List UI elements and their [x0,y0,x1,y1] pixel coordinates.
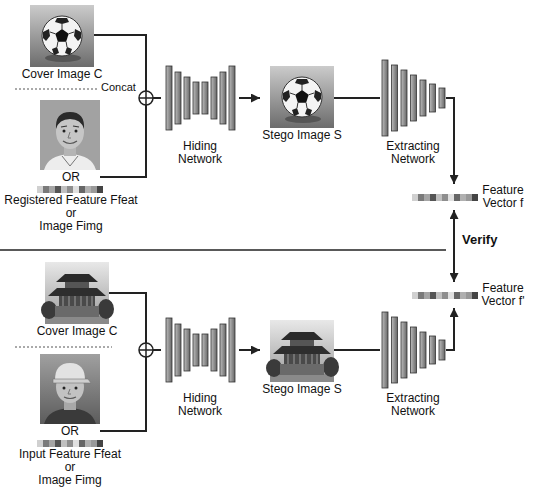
node-label: Image Fimg [39,220,102,233]
network-layers [166,318,235,382]
node-label: Extracting Network [384,392,442,418]
node-label: Extracting Network [384,140,442,166]
concat-symbol [139,343,153,357]
cover-image: Cover Image C [20,5,105,82]
connector [239,97,260,99]
dotted-divider [15,89,98,90]
stego-picture [266,320,339,382]
feature-strip [412,194,478,201]
hiding-network: Hiding Network [161,316,239,418]
feature-strip [37,186,103,193]
cover-picture [41,262,114,324]
image-slot [413,312,414,392]
connector [239,349,260,351]
connector [120,293,162,350]
image-slot [70,354,71,424]
extracting-network: Extracting Network [380,60,446,166]
node-label: Registered Feature Ffeat [4,194,137,207]
image-slot [200,64,201,140]
connector [453,210,455,282]
image-slot [71,100,72,170]
connector [124,350,162,431]
dotted-divider [15,347,112,348]
connector [446,98,454,184]
network-layers [382,60,445,136]
cover-picture [30,5,94,67]
node-label: Image Fimg [38,474,101,487]
image-slot [71,184,72,194]
stego-image: Stego Image S [260,66,344,143]
secret-input: OR Input Feature FfeatorImage Fimg [17,354,124,487]
feature-strip [412,292,478,299]
image-slot [77,262,78,324]
feature-strip [37,440,103,447]
extracting-network: Extracting Network [380,312,446,418]
edge-label: Verify [462,232,497,248]
node-label: Hiding Network [171,392,229,418]
section-divider [0,249,446,251]
node-label: OR [62,170,80,184]
face-picture [40,100,100,170]
connector [446,308,454,350]
operation-label: Concat [101,81,136,94]
node-label: Cover Image C [22,67,103,82]
node-label: Stego Image S [262,382,341,397]
network-layers [382,312,445,388]
feature-vector: Feature Vector f' [410,282,526,308]
node-label: Feature Vector f [480,184,526,210]
node-label: Hiding Network [171,140,229,166]
image-slot [62,5,63,67]
concat-symbol [139,91,153,105]
image-slot [302,66,303,128]
image-slot [413,60,414,140]
connector [140,98,161,177]
node-label: or [65,461,76,474]
cover-image: Cover Image C [35,262,120,339]
node-label: Feature Vector f' [480,282,526,308]
image-slot [302,320,303,382]
hiding-network: Hiding Network [161,64,239,166]
node-label: Stego Image S [262,128,341,143]
image-slot [410,197,480,198]
image-slot [200,316,201,392]
face-picture [40,354,100,424]
image-slot [410,295,480,296]
stego-image: Stego Image S [260,320,344,397]
network-layers [166,66,235,130]
wire [94,35,376,431]
stego-picture [270,66,334,128]
image-slot [70,438,71,448]
node-label: Input Feature Ffeat [19,448,121,461]
node-label: or [66,207,77,220]
feature-vector: Feature Vector f [410,184,526,210]
node-label: OR [61,424,79,438]
secret-input: OR Registered Feature FfeatorImage Fimg [2,100,140,233]
node-label: Cover Image C [37,324,118,339]
